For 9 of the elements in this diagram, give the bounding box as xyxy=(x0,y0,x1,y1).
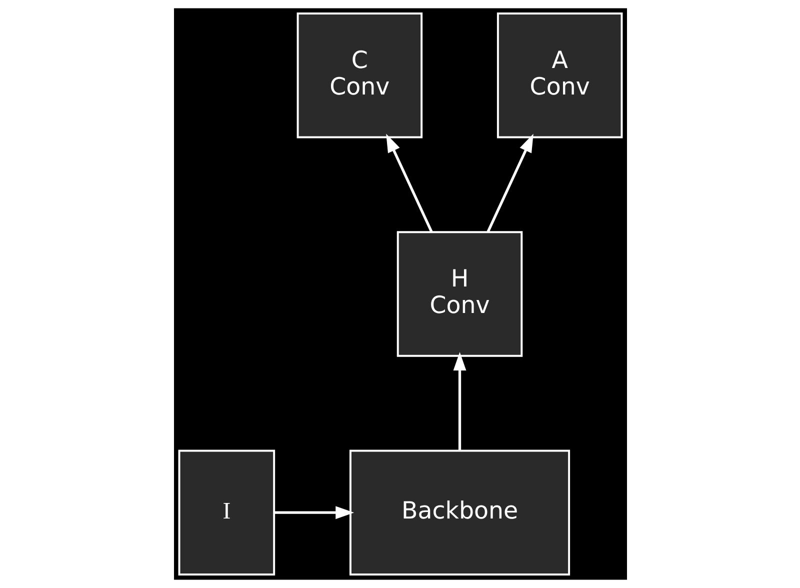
arrow xyxy=(386,134,432,232)
arrow xyxy=(486,134,533,232)
node-box: C Conv xyxy=(296,12,422,138)
node-box: I xyxy=(178,450,275,576)
node-box: A Conv xyxy=(496,12,622,138)
arrow xyxy=(274,506,354,520)
node-box: Backbone xyxy=(348,450,570,576)
arrow xyxy=(452,352,466,451)
node-box: H Conv xyxy=(396,231,522,357)
